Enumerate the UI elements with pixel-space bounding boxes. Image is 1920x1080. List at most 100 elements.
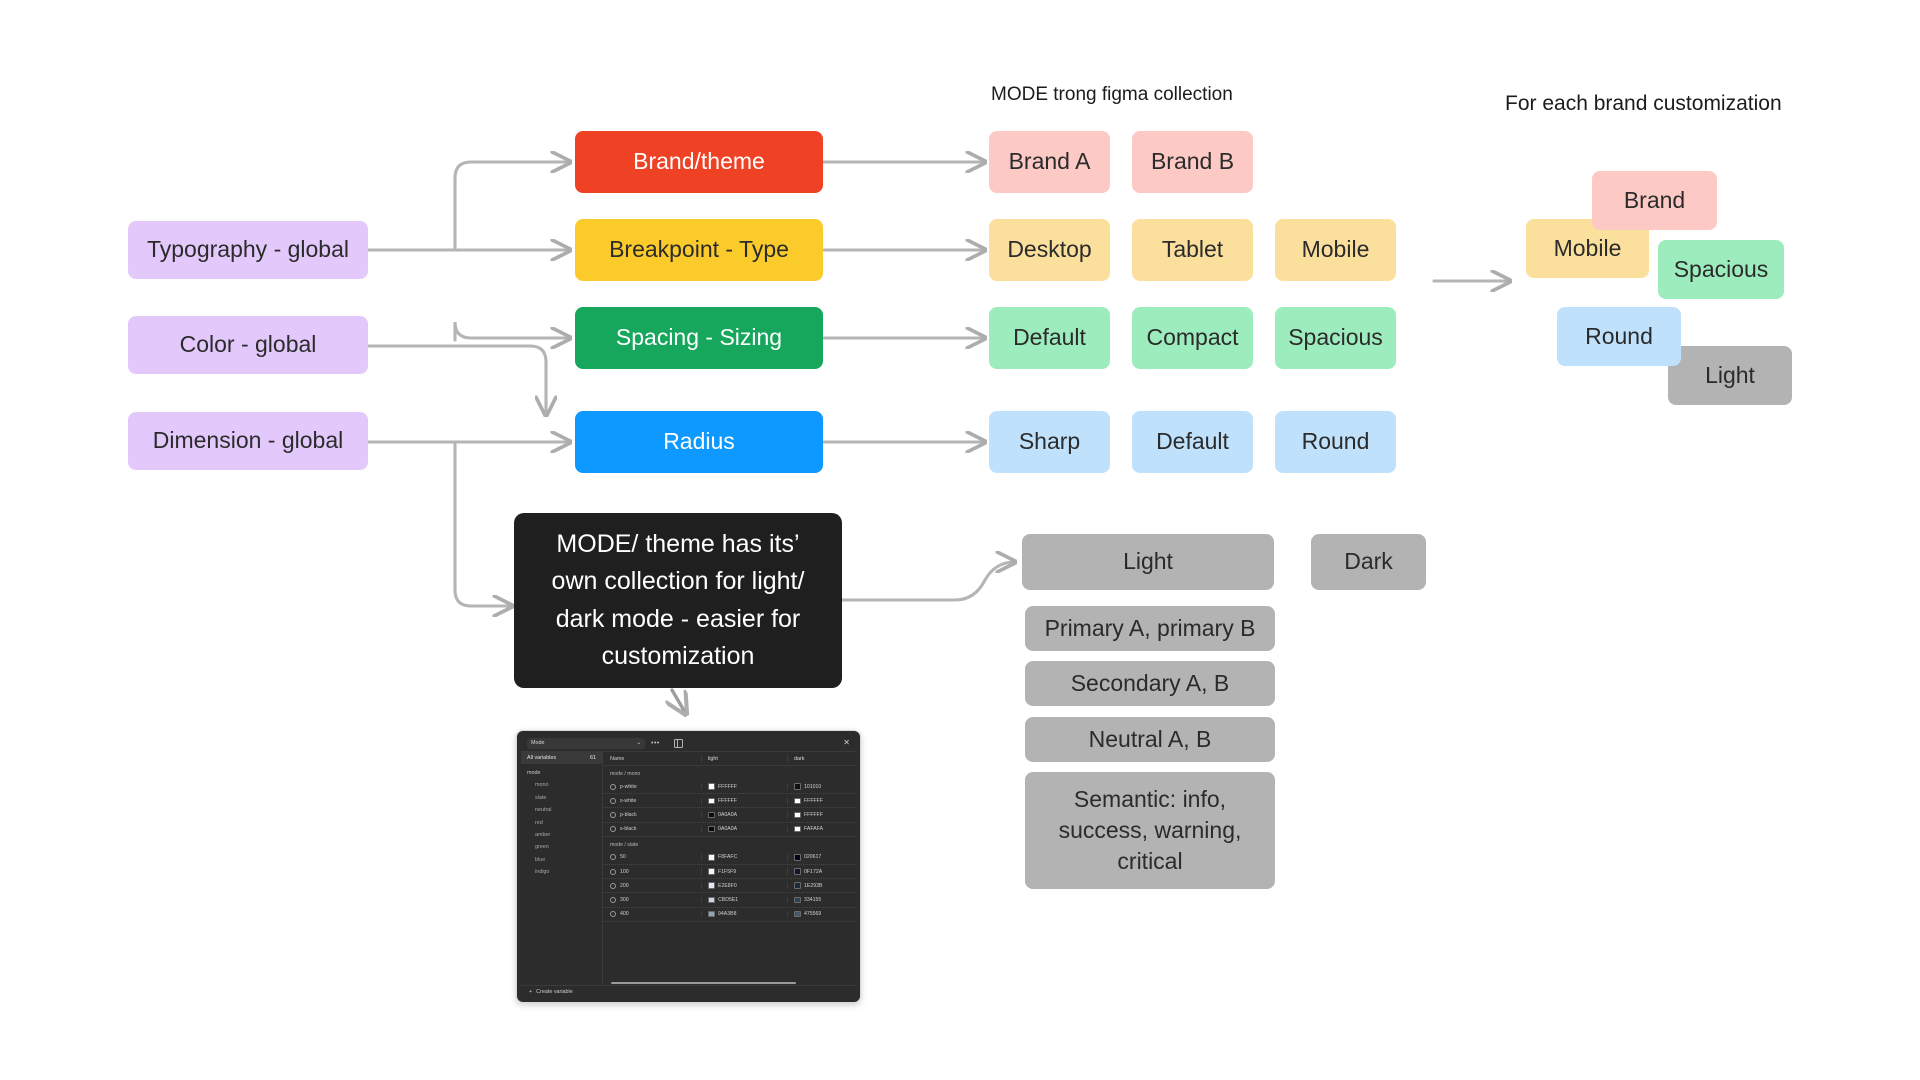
stack-light[interactable]: Light: [1668, 346, 1792, 405]
table-row[interactable]: 100 F1F5F9 0F172A: [603, 865, 856, 880]
dark-swatch: [794, 811, 801, 819]
dark-hex: 1E293B: [804, 882, 823, 889]
mode-desktop[interactable]: Desktop: [989, 219, 1110, 281]
variable-name: 400: [620, 911, 629, 918]
dark-swatch: [794, 854, 801, 861]
node-brand-theme[interactable]: Brand/theme: [575, 131, 823, 193]
table-header: Name light dark: [603, 752, 856, 766]
variable-color-icon: [610, 783, 616, 790]
theme-mode-light[interactable]: Light: [1022, 534, 1274, 590]
column-header-light: light: [701, 755, 787, 762]
mode-compact[interactable]: Compact: [1132, 307, 1253, 369]
column-header-dark: dark: [787, 755, 856, 762]
table-row[interactable]: p-black 0A0A0A FFFFFF: [603, 808, 856, 823]
sidebar-item-blue[interactable]: blue: [535, 856, 546, 863]
sidebar-item-mode[interactable]: mode: [527, 770, 541, 776]
variable-name: p-black: [620, 811, 637, 818]
node-dimension-global[interactable]: Dimension - global: [128, 412, 368, 470]
table-row[interactable]: s-white FFFFFF FFFFFF: [603, 794, 856, 809]
mode-round[interactable]: Round: [1275, 411, 1396, 473]
more-options-icon[interactable]: •••: [651, 739, 660, 747]
variable-name: s-black: [620, 826, 637, 833]
mode-spacious[interactable]: Spacious: [1275, 307, 1396, 369]
sidebar-item-amber[interactable]: amber: [535, 831, 551, 838]
light-hex: 0A0A0A: [718, 811, 738, 818]
dark-swatch: [794, 797, 801, 805]
node-color-global[interactable]: Color - global: [128, 316, 368, 374]
horizontal-scrollbar[interactable]: [603, 981, 856, 985]
sidebar-item-slate[interactable]: slate: [535, 794, 547, 801]
variable-color-icon: [610, 854, 616, 861]
theme-group-primary[interactable]: Primary A, primary B: [1025, 606, 1275, 651]
theme-group-semantic[interactable]: Semantic: info, success, warning, critic…: [1025, 772, 1275, 889]
mode-brand-a[interactable]: Brand A: [989, 131, 1110, 193]
dark-swatch: [794, 910, 801, 918]
sidebar-item-mono[interactable]: mono: [535, 782, 549, 789]
table-row[interactable]: 400 94A3B8 475569: [603, 908, 856, 922]
light-swatch: [708, 854, 715, 861]
all-variables-label: All variables: [527, 755, 557, 761]
group-title: mode / slate: [610, 841, 639, 848]
panel-layout-icon[interactable]: [673, 738, 683, 748]
mode-default-radius[interactable]: Default: [1132, 411, 1253, 473]
stack-brand[interactable]: Brand: [1592, 171, 1717, 230]
figma-variables-panel[interactable]: Mode ⌄ ••• ✕ All variables 61 mode mono …: [516, 730, 861, 1003]
variable-color-icon: [610, 896, 616, 903]
table-row[interactable]: s-black 0A0A0A FAFAFA: [603, 823, 856, 837]
mode-mobile[interactable]: Mobile: [1275, 219, 1396, 281]
table-row[interactable]: p-white FFFFFF 101010: [603, 780, 856, 795]
mode-sharp[interactable]: Sharp: [989, 411, 1110, 473]
variable-color-icon: [610, 911, 616, 918]
mode-brand-b[interactable]: Brand B: [1132, 131, 1253, 193]
table-row[interactable]: 300 CBD5E1 334155: [603, 893, 856, 908]
light-swatch: [708, 783, 715, 790]
variable-name: 200: [620, 882, 629, 889]
sidebar-item-all-variables[interactable]: All variables 61: [521, 752, 602, 764]
sidebar-item-red[interactable]: red: [535, 819, 543, 826]
sidebar-item-neutral[interactable]: neutral: [535, 807, 552, 814]
node-spacing-sizing[interactable]: Spacing - Sizing: [575, 307, 823, 369]
variable-name: 100: [620, 868, 629, 875]
theme-mode-dark[interactable]: Dark: [1311, 534, 1426, 590]
collection-select[interactable]: Mode ⌄: [527, 737, 645, 749]
node-typography-global[interactable]: Typography - global: [128, 221, 368, 279]
dark-hex: FFFFFF: [804, 797, 824, 804]
dark-hex: 475569: [804, 911, 822, 918]
create-variable-label: Create variable: [536, 989, 573, 995]
stack-round[interactable]: Round: [1557, 307, 1681, 366]
plus-icon: +: [529, 989, 533, 995]
node-radius[interactable]: Radius: [575, 411, 823, 473]
all-variables-count: 61: [590, 755, 596, 761]
mode-tablet[interactable]: Tablet: [1132, 219, 1253, 281]
dark-hex: 101010: [804, 783, 822, 790]
light-hex: F8FAFC: [718, 854, 738, 861]
variable-color-icon: [610, 826, 616, 833]
theme-group-secondary[interactable]: Secondary A, B: [1025, 661, 1275, 706]
sidebar-item-green[interactable]: green: [535, 844, 549, 851]
light-hex: FFFFFF: [718, 783, 738, 790]
light-hex: F1F5F9: [718, 868, 737, 875]
variables-table: mode / mono p-white FFFFFF 101010 s-whit…: [603, 766, 856, 981]
label-brand-customization: For each brand customization: [1505, 92, 1782, 115]
close-icon[interactable]: ✕: [843, 738, 850, 747]
dark-hex: FAFAFA: [804, 826, 824, 833]
table-row[interactable]: 200 E2E8F0 1E293B: [603, 879, 856, 894]
light-swatch: [708, 896, 715, 904]
theme-group-neutral[interactable]: Neutral A, B: [1025, 717, 1275, 762]
mode-default-spacing[interactable]: Default: [989, 307, 1110, 369]
table-row[interactable]: 50 F8FAFC 020617: [603, 851, 856, 865]
node-mode-theme-note[interactable]: MODE/ theme has its’ own collection for …: [514, 513, 842, 688]
dark-swatch: [794, 825, 801, 833]
variable-color-icon: [610, 811, 616, 818]
chevron-down-icon: ⌄: [636, 740, 641, 746]
dark-swatch: [794, 783, 801, 790]
label-mode-collection: MODE trong figma collection: [991, 84, 1233, 105]
dark-hex: 020617: [804, 854, 822, 861]
stack-spacious[interactable]: Spacious: [1658, 240, 1784, 299]
node-breakpoint-type[interactable]: Breakpoint - Type: [575, 219, 823, 281]
variable-color-icon: [610, 882, 616, 889]
sidebar-item-indigo[interactable]: indigo: [535, 869, 550, 875]
create-variable-button[interactable]: + Create variable: [521, 985, 856, 998]
